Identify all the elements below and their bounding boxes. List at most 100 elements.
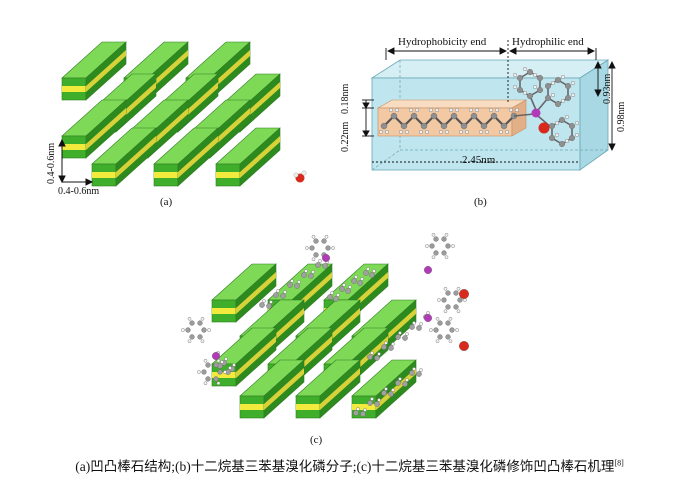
hydrogen-atom [533, 84, 538, 89]
carbon-atom [537, 86, 544, 93]
carbon-atom [201, 327, 207, 333]
hydrogen-atom [555, 120, 560, 125]
hydrogen-atom [391, 342, 395, 346]
carbon-atom [500, 122, 508, 130]
panel-b-label: (b) [474, 196, 487, 208]
carbon-atom [327, 294, 333, 300]
panel-c-label: (c) [310, 434, 323, 446]
carbon-atom [213, 362, 219, 368]
carbon-atom [517, 74, 524, 81]
hydrogen-atom [425, 244, 429, 248]
hydrogen-atom [495, 107, 500, 112]
bromide-ion-icon [459, 341, 470, 352]
carbon-atom [205, 376, 211, 382]
carbon-atom [470, 112, 478, 120]
carbon-atom [381, 344, 387, 350]
hydrogen-atom [181, 328, 185, 332]
hydrogen-atom [435, 339, 440, 344]
hydrogen-atom [485, 129, 490, 134]
carbon-atom [369, 272, 375, 278]
hydrogen-atom [311, 257, 316, 262]
hydrogen-atom [435, 316, 440, 321]
carbon-atom [416, 325, 422, 331]
hydrogen-atom [399, 129, 404, 134]
hydrogen-atom [565, 138, 570, 143]
hydrogen-atom [455, 328, 459, 332]
phosphorus-atom-icon [424, 314, 433, 323]
hydrogen-atom [370, 397, 374, 401]
hydrogen-atom [391, 388, 395, 392]
hydrogen-atom [311, 270, 315, 274]
hydrogen-atom [384, 387, 388, 391]
panel-a-attapulgite-structure [58, 41, 307, 187]
carbon-atom [441, 297, 447, 303]
carbon-atom [460, 122, 468, 130]
hydrogen-atom [469, 107, 474, 112]
hydrogen-atom [262, 299, 266, 303]
carbon-atom [527, 92, 534, 99]
carbon-atom [449, 327, 455, 333]
hydrophilic-end-label: Hydrophilic end [512, 36, 584, 48]
hydrogen-atom [439, 129, 444, 134]
carbon-atom [559, 140, 566, 147]
hydrogen-atom [448, 316, 453, 321]
carbon-atom [287, 282, 293, 288]
carbon-atom [559, 116, 566, 123]
carbon-atom [201, 369, 207, 375]
carbon-atom [445, 334, 451, 340]
hydrogen-atom [465, 129, 470, 134]
hydrogen-atom [324, 234, 329, 239]
carbon-atom [437, 320, 443, 326]
carbon-atom [555, 76, 562, 83]
hydrogen-atom [561, 74, 566, 79]
carbon-atom [322, 263, 328, 269]
carbon-atom [517, 86, 524, 93]
hydrogen-atom [571, 92, 576, 97]
hydrogen-atom [409, 107, 414, 112]
caption-reference: [8] [614, 458, 624, 468]
figure-caption: (a)凹凸棒石结构;(b)十二烷基三苯基溴化磷分子;(c)十二烷基三苯基溴化磷修… [0, 455, 699, 475]
carbon-atom [430, 112, 438, 120]
carbon-atom [313, 252, 319, 258]
hydrogen-atom [405, 129, 410, 134]
phosphorus-atom-icon [424, 266, 433, 275]
carbon-atom [189, 334, 195, 340]
phosphorus-atom-icon [322, 253, 331, 262]
hydrogen-atom [419, 129, 424, 134]
hydrogen-atom [269, 300, 273, 304]
hydrogen-atom [377, 352, 381, 356]
hydrogen-atom [565, 114, 570, 119]
carbon-atom [480, 122, 488, 130]
hydrogen-atom [455, 107, 460, 112]
hydrogen-atom [475, 107, 480, 112]
dimension-arrows-a [58, 138, 94, 186]
carbon-atom [395, 380, 401, 386]
hydrogen-atom [360, 277, 364, 281]
carbon-atom [565, 94, 572, 101]
hydrogen-atom [370, 351, 374, 355]
carbon-atom [360, 411, 366, 417]
hydrogen-atom [431, 255, 436, 260]
carbon-atom [381, 390, 387, 396]
hydrogen-atom [437, 298, 441, 302]
hydrogen-atom [448, 339, 453, 344]
carbon-atom [440, 122, 448, 130]
hydrogen-atom [523, 66, 528, 71]
hydrogen-atom [445, 129, 450, 134]
bromide-ion-icon [459, 289, 470, 300]
carbon-atom [217, 369, 223, 375]
hydrogen-atom [513, 84, 518, 89]
carbon-atom [374, 401, 380, 407]
carbon-atom [416, 371, 422, 377]
carbon-atom [308, 273, 314, 279]
phosphorus-atom-icon [211, 352, 220, 361]
hydrogen-atom [425, 129, 430, 134]
bromide-ion-icon [538, 122, 550, 134]
hydrogen-atom [304, 269, 308, 273]
hydrogen-atom [515, 107, 520, 112]
hydrogen-atom [444, 255, 449, 260]
hydrogen-atom [412, 367, 416, 371]
panel-b-surfactant-molecule [362, 40, 616, 171]
carbon-atom [309, 245, 315, 251]
